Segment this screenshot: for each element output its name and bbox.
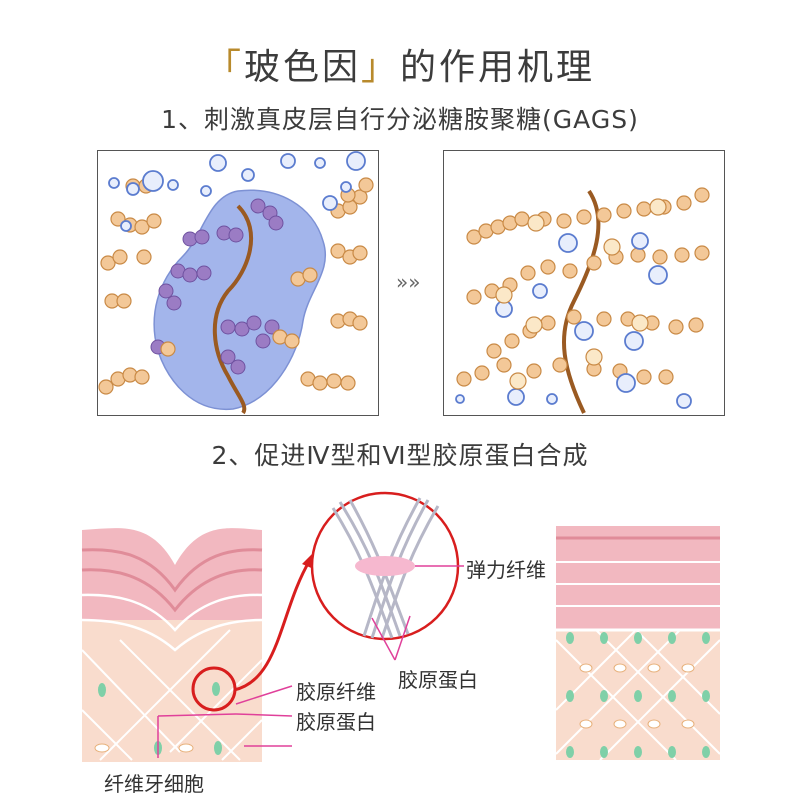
title-rest: 的作用机理 [400,47,596,88]
title-product: 玻色因 [243,47,361,88]
label-collagen: 胶原蛋白 [296,710,376,734]
transition-arrow: »» [396,270,421,294]
label-collagen-zoom: 胶原蛋白 [398,668,478,692]
step-1-heading: 1、刺激真皮层自行分泌糖胺聚糖(GAGS) [161,105,639,134]
purple-cells [150,198,284,375]
gag-strand [212,204,254,415]
collagen-beads [456,187,710,387]
before-illustration [98,151,374,415]
label-fibroblast: 纤维牙细胞 [104,772,204,796]
title-close-bracket: 」 [361,47,401,88]
zoom-arrow [233,559,312,692]
title-open-bracket: 「 [204,47,244,88]
panel-after [443,150,725,416]
callout-lines [157,565,464,758]
skin-illustration [81,491,721,762]
water-bubbles [455,232,692,409]
skin-block-before [81,528,263,762]
collagen-beads [98,177,374,395]
label-collagen-fiber: 胶原纤维 [296,680,376,704]
skin-block-after [555,526,721,761]
step-2-heading: 2、促进Ⅳ型和Ⅵ型胶原蛋白合成 [211,441,589,470]
water-bubbles [108,151,366,232]
gag-strand [562,189,601,414]
panel-before [97,150,379,416]
smiley-icons [495,198,667,390]
after-illustration [455,187,710,414]
cell-blob [153,189,326,410]
label-elastic-fiber: 弹力纤维 [466,558,546,582]
page-title: 「玻色因」的作用机理 [0,38,800,90]
zoom-circle [310,491,460,641]
